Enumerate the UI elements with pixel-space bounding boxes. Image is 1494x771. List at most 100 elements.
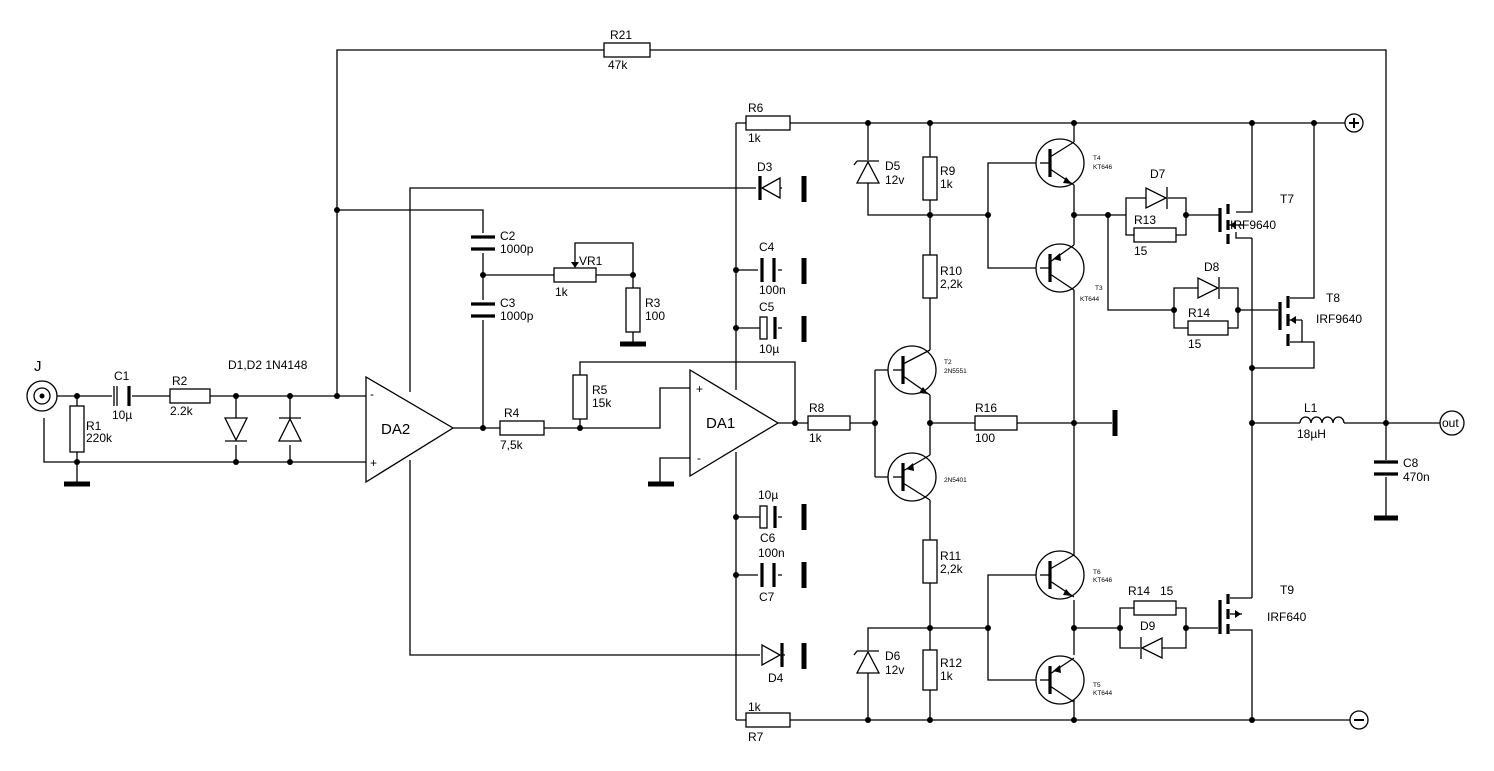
svg-text:R4: R4 bbox=[504, 406, 520, 420]
diode-d1 bbox=[223, 417, 249, 442]
potentiometer-vr1: VR1 1k bbox=[553, 254, 603, 299]
svg-text:T7: T7 bbox=[1280, 192, 1294, 206]
svg-text:D4: D4 bbox=[768, 671, 784, 685]
svg-text:C8: C8 bbox=[1403, 456, 1419, 470]
svg-text:1000p: 1000p bbox=[500, 242, 534, 256]
opamp-da2: DA2 - + bbox=[365, 375, 455, 484]
resistor-r1 bbox=[69, 405, 85, 453]
svg-text:15: 15 bbox=[1188, 337, 1202, 351]
svg-text:D9: D9 bbox=[1140, 619, 1156, 633]
svg-text:C6: C6 bbox=[760, 531, 776, 545]
plus-terminal bbox=[1344, 113, 1364, 133]
svg-text:100n: 100n bbox=[758, 546, 785, 560]
svg-text:T8: T8 bbox=[1326, 291, 1340, 305]
mosfets: T7 IRF9640 T8 IRF9640 T9 IRF640 bbox=[1218, 192, 1362, 634]
resistor-r10 bbox=[922, 254, 938, 299]
junction-dots bbox=[74, 120, 1389, 723]
zener-d5: D5 12v bbox=[853, 159, 904, 187]
svg-text:R13: R13 bbox=[1134, 213, 1156, 227]
svg-text:7,5k: 7,5k bbox=[500, 438, 524, 452]
svg-text:T5: T5 bbox=[1093, 682, 1101, 689]
jack-label: J bbox=[34, 358, 42, 375]
svg-text:D8: D8 bbox=[1204, 260, 1220, 274]
svg-text:15: 15 bbox=[1134, 244, 1148, 258]
diode-d9: D9 bbox=[1140, 619, 1163, 660]
svg-text:12v: 12v bbox=[885, 173, 904, 187]
resistor-r3 bbox=[625, 287, 641, 333]
svg-text:C2: C2 bbox=[500, 229, 516, 243]
transistor-t5: T5 KT644 bbox=[1035, 655, 1113, 705]
svg-text:KT644: KT644 bbox=[1080, 296, 1100, 303]
svg-text:R14: R14 bbox=[1128, 584, 1150, 598]
svg-text:47k: 47k bbox=[608, 58, 628, 72]
svg-text:C4: C4 bbox=[759, 240, 775, 254]
svg-text:T3: T3 bbox=[1095, 285, 1103, 292]
svg-text:2.2k: 2.2k bbox=[170, 404, 194, 418]
svg-text:DA1: DA1 bbox=[706, 415, 735, 432]
resistor-r5 bbox=[572, 374, 588, 420]
resistor-r8 bbox=[807, 415, 851, 431]
svg-text:R16: R16 bbox=[975, 401, 997, 415]
svg-text:R7: R7 bbox=[748, 730, 764, 744]
transistor-t6: T6 KT646 bbox=[1035, 550, 1113, 600]
capacitor-c7: 100n C7 bbox=[758, 546, 785, 604]
resistor-r7 bbox=[745, 712, 791, 728]
opamps: DA2 - + DA1 + - bbox=[365, 368, 780, 484]
svg-text:+: + bbox=[696, 382, 703, 396]
svg-text:1000p: 1000p bbox=[500, 309, 534, 323]
svg-text:C7: C7 bbox=[759, 590, 775, 604]
diode-d3: D3 bbox=[757, 160, 781, 200]
resistor-r2 bbox=[169, 388, 211, 404]
svg-text:R2: R2 bbox=[172, 374, 188, 388]
diode-d7: D7 bbox=[1145, 167, 1168, 210]
svg-text:220k: 220k bbox=[86, 431, 113, 445]
resistor-r16 bbox=[974, 415, 1018, 431]
svg-text:out: out bbox=[1442, 416, 1459, 430]
transistor-t2: T2 2N5551 bbox=[887, 345, 967, 396]
svg-text:470n: 470n bbox=[1403, 470, 1430, 484]
svg-text:R21: R21 bbox=[610, 28, 632, 42]
resistor-r13 bbox=[1133, 227, 1177, 243]
bjt-transistors: T2 2N5551 2N5401 T4 KT646 T3 KT644 T6 KT… bbox=[887, 138, 1113, 705]
svg-text:2,2k: 2,2k bbox=[940, 277, 964, 291]
svg-text:15k: 15k bbox=[592, 396, 612, 410]
svg-text:R8: R8 bbox=[809, 401, 825, 415]
svg-text:KT644: KT644 bbox=[1093, 690, 1113, 697]
svg-text:10µ: 10µ bbox=[758, 488, 778, 502]
zener-d6: D6 12v bbox=[853, 649, 904, 677]
svg-text:2N5401: 2N5401 bbox=[944, 477, 967, 484]
svg-text:C1: C1 bbox=[114, 369, 130, 383]
svg-text:R12: R12 bbox=[940, 656, 962, 670]
svg-text:1k: 1k bbox=[748, 700, 762, 714]
svg-text:1k: 1k bbox=[555, 285, 569, 299]
svg-text:R11: R11 bbox=[940, 549, 961, 563]
resistor-r14-upper bbox=[1187, 320, 1229, 336]
svg-text:R5: R5 bbox=[592, 383, 608, 397]
capacitor-c1: C1 10µ bbox=[112, 369, 132, 422]
svg-text:R3: R3 bbox=[645, 296, 661, 310]
svg-text:C3: C3 bbox=[500, 296, 516, 310]
diode-d8: D8 bbox=[1197, 260, 1220, 300]
svg-text:12v: 12v bbox=[885, 663, 904, 677]
resistor-r6 bbox=[745, 115, 791, 131]
input-jack: J bbox=[26, 358, 58, 412]
diode-d2 bbox=[277, 417, 303, 442]
svg-text:D3: D3 bbox=[757, 160, 773, 174]
svg-text:10µ: 10µ bbox=[759, 342, 779, 356]
mosfet-t8: T8 IRF9640 bbox=[1278, 291, 1362, 346]
resistor-r9 bbox=[922, 156, 938, 201]
transistor-t1: 2N5401 bbox=[887, 452, 967, 502]
svg-text:L1: L1 bbox=[1304, 401, 1318, 415]
capacitor-c4: C4 100n bbox=[759, 240, 786, 297]
resistor-r4 bbox=[499, 420, 545, 436]
svg-text:R1: R1 bbox=[86, 419, 102, 433]
svg-text:100: 100 bbox=[645, 309, 665, 323]
svg-text:IRF640: IRF640 bbox=[1267, 610, 1307, 624]
svg-text:T6: T6 bbox=[1093, 569, 1101, 576]
resistor-r12 bbox=[922, 649, 938, 691]
svg-text:R10: R10 bbox=[940, 264, 962, 278]
capacitor-c5: C5 10µ bbox=[759, 300, 779, 356]
diodes: D1,D2 1N4148 D3 D4 D5 12v D6 12v D7 D8 D… bbox=[223, 159, 1220, 685]
svg-text:2N5551: 2N5551 bbox=[944, 368, 967, 375]
